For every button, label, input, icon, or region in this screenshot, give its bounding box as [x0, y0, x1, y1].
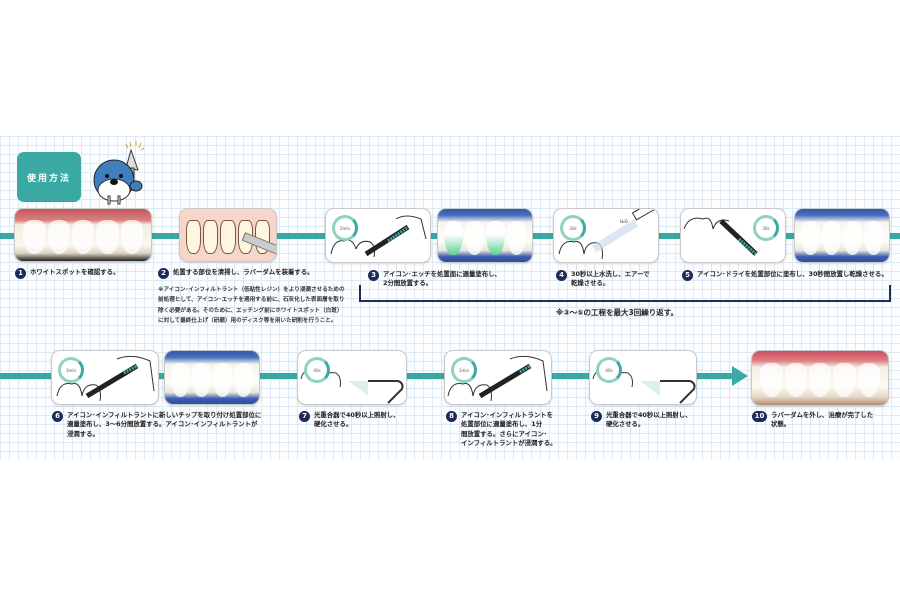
timer-icon: 30s	[753, 215, 779, 241]
arrow-right-icon	[732, 366, 748, 386]
repeat-bracket	[359, 285, 891, 302]
section-title: 使用方法	[17, 152, 81, 202]
timer-icon: 30s	[560, 215, 586, 241]
step-number-badge: 10	[752, 411, 767, 422]
step-number-badge: 8	[446, 411, 457, 422]
step-6-photo	[165, 351, 259, 404]
timer-icon: 40s	[304, 357, 330, 383]
step-8-illustration: 1min	[445, 351, 551, 404]
timer-icon: 3min	[58, 357, 84, 383]
step-number-badge: 2	[158, 268, 169, 279]
step-9-illustration: 40s	[590, 351, 696, 404]
step-5-illustration: 30s	[681, 209, 785, 262]
step-7-caption: 7 光重合器で40秒以上照射し、 硬化させる。	[299, 411, 400, 430]
step-8-caption: 8 アイコン･インフィルトラントを 処置部位に適量塗布し、1分 間放置する。さら…	[446, 411, 557, 449]
step-1-photo	[15, 209, 151, 261]
step-3-photo	[438, 209, 532, 262]
walrus-mascot-icon	[93, 141, 145, 205]
step-6-caption: 6 アイコン･インフィルトラントに新しいチップを取り付け処置部位に 適量塗布し、…	[52, 411, 261, 439]
step-2-illustration	[180, 209, 276, 261]
timer-icon: 40s	[596, 357, 622, 383]
step-10-photo	[752, 351, 888, 405]
step-5-photo	[795, 209, 889, 262]
step-number-badge: 4	[556, 270, 567, 281]
step-number-badge: 6	[52, 411, 63, 422]
step-3-illustration: 2min	[326, 209, 430, 262]
step-number-badge: 7	[299, 411, 310, 422]
timer-icon: 1min	[451, 357, 477, 383]
timer-icon: 2min	[332, 215, 358, 241]
step-4-caption: 4 30秒以上水洗し、エアーで 乾燥させる。	[556, 270, 649, 289]
step-number-badge: 9	[591, 411, 602, 422]
step-1-caption: 1 ホワイトスポットを確認する。	[15, 268, 119, 279]
svg-text:H₂O: H₂O	[620, 219, 628, 224]
repeat-note: ※③～⑤の工程を最大3回繰り返す。	[556, 308, 678, 317]
step-number-badge: 3	[368, 270, 379, 281]
step-5-caption: 5 アイコン･ドライを処置部位に塗布し、30秒間放置し乾燥させる。	[682, 270, 888, 281]
step-number-badge: 5	[682, 270, 693, 281]
step-3-caption: 3 アイコン･エッチを処置面に適量塗布し、 2分間放置する。	[368, 270, 501, 289]
step-4-illustration: H₂O 30s	[554, 209, 658, 262]
step-6-illustration: 3min	[52, 351, 158, 404]
step-number-badge: 1	[15, 268, 26, 279]
step-7-illustration: 40s	[298, 351, 406, 404]
step-2-caption: 2 処置する部位を清掃し、ラバーダムを装着する。	[158, 268, 314, 279]
step-9-caption: 9 光重合器で40秒以上照射し、 硬化させる。	[591, 411, 692, 430]
instruction-sheet	[0, 136, 900, 460]
pretreatment-note: ※アイコン･インフィルトラント（低粘性レジン）をより浸潤させるための前処理として…	[158, 287, 345, 325]
step-10-caption: 10 ラバーダムを外し、治療が完了した 状態。	[752, 411, 873, 430]
